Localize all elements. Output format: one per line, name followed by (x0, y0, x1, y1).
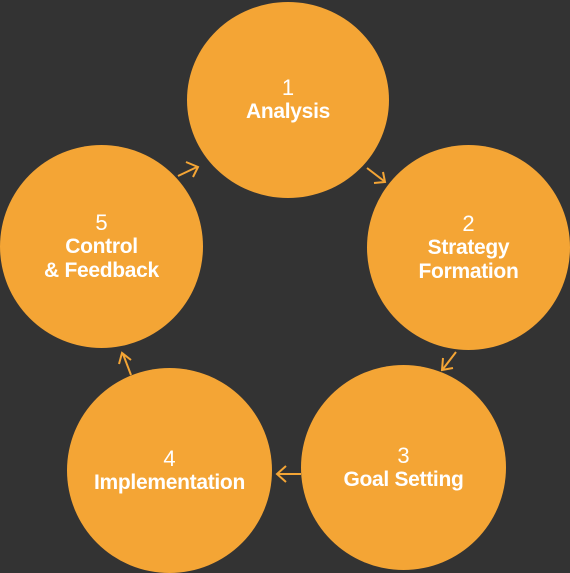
step-number: 1 (281, 75, 295, 100)
step-title: Control & Feedback (44, 234, 159, 282)
arrow-1-to-2 (366, 167, 387, 184)
step-node-control-feedback: 5 Control & Feedback (0, 145, 203, 348)
step-title: Strategy Formation (418, 235, 519, 283)
step-node-analysis: 1 Analysis (187, 2, 389, 198)
step-node-strategy-formation: 2 Strategy Formation (367, 145, 570, 350)
step-number: 3 (397, 442, 410, 468)
step-node-implementation: 4 Implementation (67, 368, 272, 573)
step-title: Goal Setting (343, 467, 464, 491)
arrow-3-to-4 (275, 465, 301, 483)
step-number: 2 (462, 210, 475, 236)
arrow-5-to-1 (177, 161, 200, 178)
step-title: Analysis (246, 100, 330, 123)
step-number: 5 (95, 209, 108, 235)
arrow-2-to-3 (440, 351, 457, 372)
step-number: 4 (163, 445, 176, 471)
arrow-4-to-5 (118, 351, 132, 376)
step-node-goal-setting: 3 Goal Setting (301, 365, 506, 570)
step-title: Implementation (94, 470, 245, 494)
